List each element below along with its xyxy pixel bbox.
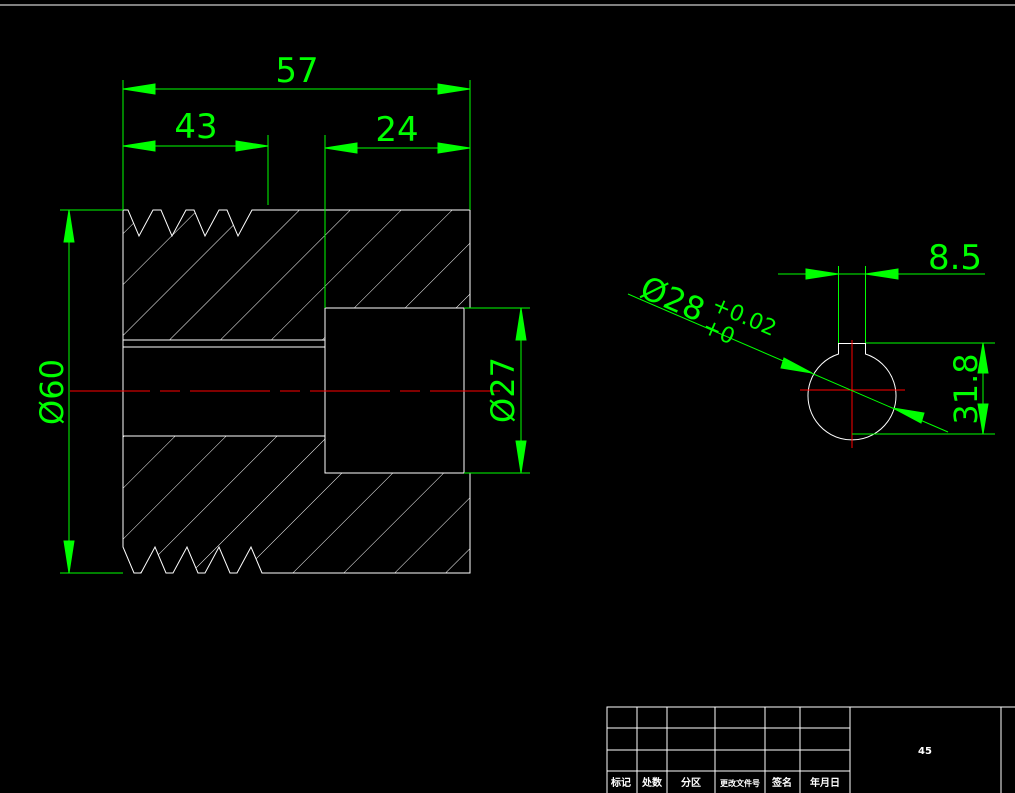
section-view: [70, 209, 500, 574]
dim-8-5: 8.5: [928, 238, 982, 278]
shaft-hole-outline: [807, 343, 897, 441]
tb-header-change-doc: 更改文件号: [720, 778, 760, 788]
tb-header-zone: 分区: [681, 776, 701, 789]
dim-diameter-27: Ø27: [484, 357, 522, 423]
dim-24: 24: [375, 110, 418, 150]
title-block: [606, 706, 1015, 793]
lower-outline: [122, 435, 471, 574]
tb-material: 45: [918, 746, 932, 757]
dim-57: 57: [275, 51, 318, 91]
end-view-dimensions: [627, 266, 995, 435]
tb-header-count: 处数: [641, 776, 663, 789]
hatch-lower: [123, 436, 470, 573]
dim-43: 43: [174, 107, 217, 147]
dim-diameter-28: Ø28: [635, 268, 711, 329]
end-view-dimension-text: 8.5 Ø28 +0.02 +0 31.8: [635, 238, 985, 425]
dim-31-8: 31.8: [947, 353, 985, 424]
upper-outline: [122, 209, 471, 341]
hatch-upper: [123, 210, 470, 340]
section-dimensions: [60, 80, 530, 574]
tb-header-mark: 标记: [610, 776, 631, 789]
section-dimension-text: 57 43 24 Ø60 Ø27: [33, 51, 522, 425]
end-view: [800, 340, 905, 448]
tb-header-date: 年月日: [810, 776, 840, 789]
title-block-text: 标记 处数 分区 更改文件号 签名 年月日 45: [610, 746, 932, 789]
tb-header-signature: 签名: [771, 776, 792, 789]
dim-diameter-60: Ø60: [33, 359, 71, 425]
